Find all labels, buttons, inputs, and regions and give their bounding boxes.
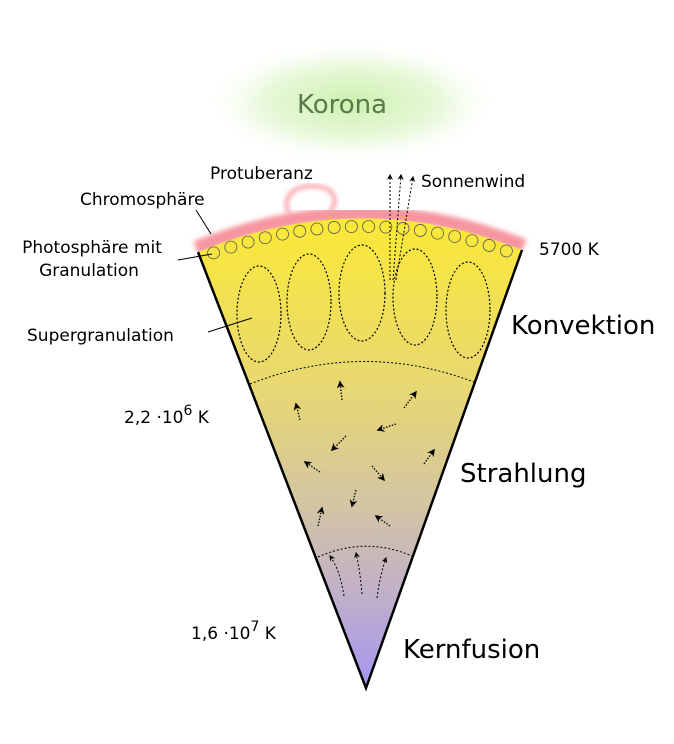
core-arrows: [329, 551, 388, 599]
granule: [258, 231, 272, 245]
corona-glow: [202, 42, 502, 162]
convection-cell: [236, 265, 282, 363]
granule: [413, 224, 427, 237]
leader-lines: [177, 209, 253, 333]
photosphere-label-line2: Granulation: [39, 261, 139, 281]
granule: [224, 240, 238, 254]
radiation-arrow: [336, 380, 345, 401]
granule: [327, 221, 341, 234]
granule: [344, 220, 358, 234]
fusion-label: Kernfusion: [403, 635, 540, 665]
solar-wind-arrows: [387, 173, 416, 281]
convection-cell: [445, 261, 491, 359]
prominence-label: Protuberanz: [210, 164, 313, 184]
radiation-arrow: [376, 423, 397, 432]
granule: [396, 222, 410, 235]
granule: [241, 235, 255, 249]
convection-cells: [236, 244, 491, 363]
chromosphere-glow: [193, 206, 527, 255]
convection-cell: [392, 248, 438, 346]
granule: [431, 226, 444, 240]
radiation-core-boundary: [317, 545, 413, 558]
corona-label: Korona: [297, 90, 387, 120]
radiation-arrow: [303, 461, 321, 473]
granule: [362, 220, 376, 233]
convection-cell: [338, 244, 386, 342]
granule: [276, 227, 289, 241]
granule: [207, 246, 221, 260]
radiation-arrow: [330, 435, 347, 452]
surface-temperature-label: 5700 K: [539, 240, 600, 260]
radiation-label: Strahlung: [460, 459, 586, 489]
granulation-cells: [207, 220, 513, 260]
granule: [499, 244, 513, 258]
radiation-arrows: [293, 380, 435, 527]
supergranulation-label: Supergranulation: [27, 326, 174, 346]
solar-wind-label: Sonnenwind: [421, 172, 525, 192]
radiation-arrow: [403, 390, 417, 409]
convection-radiation-boundary: [249, 361, 475, 385]
core-temperature-label: 1,6 ·107 K: [191, 619, 277, 644]
granule: [448, 230, 462, 243]
granule: [379, 220, 393, 234]
convection-label: Konvektion: [511, 311, 655, 341]
radiation-arrow: [371, 465, 386, 482]
prominence-loop: [284, 183, 337, 216]
wedge-outline: [196, 249, 524, 692]
granule: [482, 239, 496, 252]
convection-cell: [286, 253, 332, 351]
chromosphere-label: Chromosphäre: [80, 190, 205, 210]
mid-temperature-label: 2,2 ·106 K: [124, 403, 210, 428]
granule: [293, 224, 307, 238]
granule: [310, 222, 324, 236]
sun-wedge: [198, 218, 522, 688]
granule: [465, 234, 479, 248]
photosphere-label-line1: Photosphäre mit: [22, 238, 162, 258]
radiation-arrow: [316, 506, 325, 527]
